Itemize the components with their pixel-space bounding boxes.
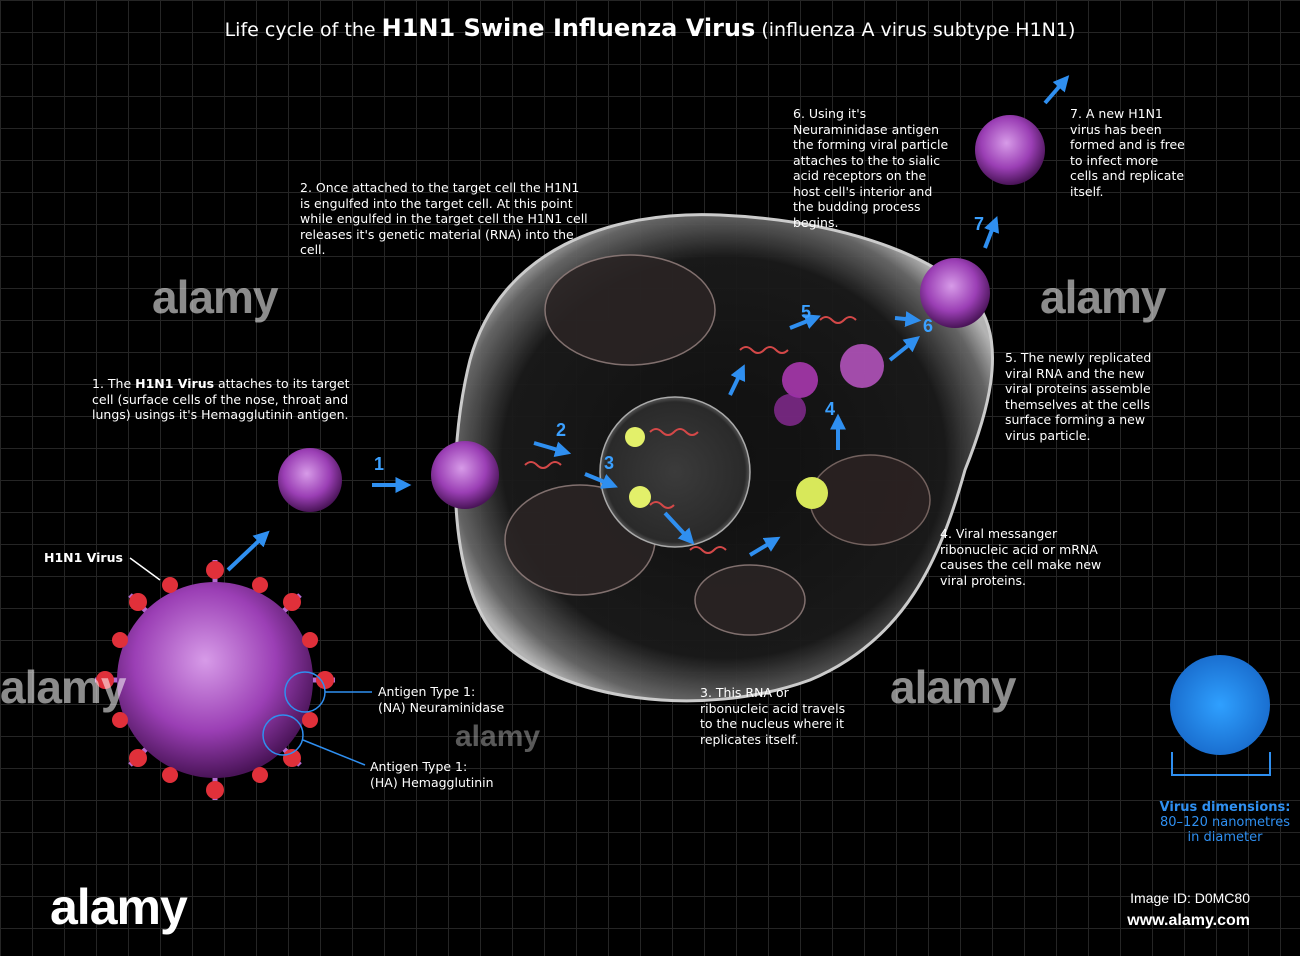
rna-strands <box>524 316 857 554</box>
watermark: alamy <box>455 720 541 753</box>
host-cell <box>453 213 995 703</box>
virus-label: H1N1 Virus <box>44 550 123 565</box>
ha-antigen-label: Antigen Type 1:(HA) Hemagglutinin <box>370 759 494 790</box>
watermark: alamy <box>890 661 1016 713</box>
footer-logo: alamy <box>50 879 188 935</box>
step-number-4: 4 <box>825 399 836 419</box>
na-antigen-label: Antigen Type 1:(NA) Neuraminidase <box>378 684 505 715</box>
step-number-1: 1 <box>374 454 385 474</box>
watermark: alamy <box>1040 271 1166 323</box>
step-number-3: 3 <box>604 453 615 473</box>
flow-arrows <box>226 75 1070 572</box>
watermark: alamy <box>0 661 126 713</box>
step-1-text: 1. The H1N1 Virus attaches to its target… <box>92 376 350 422</box>
step-number-7: 7 <box>974 214 985 234</box>
h1n1-virus-large <box>95 560 335 800</box>
step-number-6: 6 <box>923 316 934 336</box>
image-id: Image ID: D0MC80 <box>1130 890 1250 906</box>
step-5-text: 5. The newly replicated viral RNA and th… <box>1005 350 1152 443</box>
leader-lines <box>129 557 161 581</box>
step-7-text: 7. A new H1N1 virus has been formed and … <box>1070 106 1185 199</box>
step-2-text: 2. Once attached to the target cell the … <box>300 180 588 257</box>
step-3-text: 3. This RNA or ribonucleic acid travels … <box>700 685 846 747</box>
step-number-2: 2 <box>556 420 567 440</box>
site-url: www.alamy.com <box>1127 912 1250 929</box>
step-4-text: 4. Viral messanger ribonucleic acid or m… <box>940 526 1102 588</box>
virus-particles <box>278 115 1045 512</box>
antigen-leaders <box>302 691 372 766</box>
step-6-text: 6. Using it's Neuraminidase antigen the … <box>793 106 949 230</box>
virus-dimensions: Virus dimensions: 80–120 nanometres in d… <box>1159 800 1291 845</box>
page-title: Life cycle of the H1N1 Swine Influenza V… <box>224 14 1076 42</box>
step-number-5: 5 <box>801 302 812 322</box>
watermark: alamy <box>152 271 278 323</box>
scale-virus-icon <box>1170 655 1271 776</box>
